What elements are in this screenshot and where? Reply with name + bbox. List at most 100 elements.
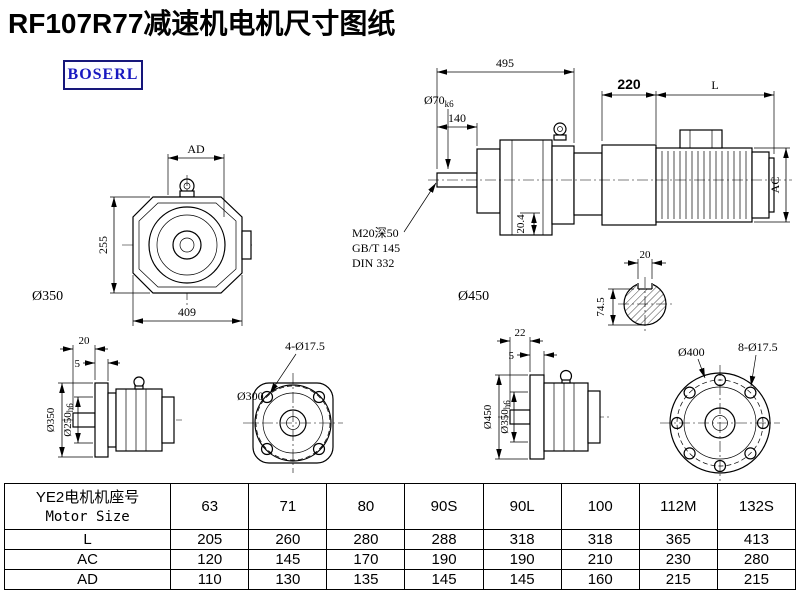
- view-flange-side-large: 22 5 Ø450 Ø350h6: [482, 327, 612, 460]
- table-cell: 120: [170, 549, 250, 570]
- dim-l-label: L: [711, 78, 718, 92]
- dim-ac-label: AC: [768, 177, 782, 194]
- table-cell: 190: [404, 549, 484, 570]
- dim-255-label: 255: [96, 236, 110, 254]
- dim-ad-label: AD: [187, 142, 205, 156]
- thread-note-line3: DIN 332: [352, 256, 394, 270]
- table-cell: 110: [170, 569, 250, 590]
- eyebolt-base: [179, 190, 195, 198]
- eyebolt-base: [553, 134, 567, 141]
- dim-204-label: 20.4: [515, 214, 527, 234]
- bolt-hole: [312, 390, 326, 404]
- table-header-en: Motor Size: [45, 508, 130, 525]
- dim-745-label: 74.5: [595, 297, 607, 317]
- table-cell: 160: [560, 569, 640, 590]
- dim-5-label: 5: [75, 358, 81, 370]
- row-label: L: [3, 529, 172, 550]
- table-cell: 145: [248, 549, 328, 570]
- output-shaft: [72, 412, 96, 428]
- page-title: RF107R77减速机电机尺寸图纸: [8, 8, 396, 39]
- shaft-section-detail: 20 74.5: [595, 249, 672, 331]
- table-cell: 215: [638, 569, 718, 590]
- table-cell: 170: [326, 549, 406, 570]
- table-cell: 318: [560, 529, 640, 550]
- table-cell: 205: [170, 529, 250, 550]
- table-row-AC: AC 120 145 170 190 190 210 230 280: [3, 549, 797, 570]
- table-header-motor-size: YE2电机机座号 Motor Size: [3, 483, 172, 530]
- dia-250h6-label: Ø250h6: [62, 403, 75, 437]
- table-cell: 145: [482, 569, 562, 590]
- dim-495-label: 495: [496, 56, 514, 70]
- view-flange-front-square: 4-Ø17.5 Ø300: [237, 339, 343, 473]
- bolt-hole: [683, 386, 696, 399]
- label-d450: Ø450: [458, 289, 489, 304]
- bolt-hole: [670, 416, 684, 430]
- motor-flange: [601, 144, 657, 226]
- bolt-hole: [713, 459, 727, 473]
- shaft-dia-label: Ø70k6: [424, 93, 454, 109]
- size-col-header: 100: [560, 483, 640, 530]
- dim-5-label: 5: [509, 350, 515, 362]
- terminal-box: [679, 129, 723, 149]
- dia-400-label: Ø400: [678, 345, 705, 359]
- size-col-header: 63: [170, 483, 250, 530]
- dim-220-label: 220: [617, 76, 641, 92]
- boserl-logo-text: BOSERL: [67, 66, 139, 83]
- view-gearbox-front: AD 255 409 Ø350: [32, 142, 254, 326]
- holes-8-d175-label: 8-Ø17.5: [738, 340, 778, 354]
- row-label: AD: [3, 569, 172, 590]
- table-cell: 145: [404, 569, 484, 590]
- motor-size-table: YE2电机机座号 Motor Size 63 71 80 90S 90L 100…: [3, 483, 797, 590]
- bolt-hole: [312, 442, 326, 456]
- size-col-header: 71: [248, 483, 328, 530]
- dim-20-label: 20: [79, 335, 91, 347]
- label-d350: Ø350: [32, 289, 63, 304]
- fan-cowl: [751, 151, 770, 219]
- output-shaft: [509, 409, 531, 425]
- table-cell: 230: [638, 549, 718, 570]
- thread-note-line1: M20深50: [352, 226, 399, 240]
- size-col-header: 90S: [404, 483, 484, 530]
- holes-4-d175-label: 4-Ø17.5: [285, 339, 325, 353]
- bolt-hole: [260, 390, 274, 404]
- table-cell: 318: [482, 529, 562, 550]
- table-cell: 135: [326, 569, 406, 590]
- technical-drawing: AD 255 409 Ø350: [32, 56, 792, 481]
- dim-keyway-20-label: 20: [640, 249, 652, 261]
- table-cell: 280: [326, 529, 406, 550]
- bolt-hole: [756, 416, 770, 430]
- table-cell: 280: [716, 549, 797, 570]
- table-cell: 215: [716, 569, 797, 590]
- bolt-hole: [683, 447, 696, 460]
- dim-140-label: 140: [448, 111, 466, 125]
- flange-plate: [529, 374, 545, 460]
- table-header-cn: YE2电机机座号: [35, 488, 140, 506]
- view-flange-front-round: Ø400 8-Ø17.5: [660, 340, 780, 481]
- boserl-logo: BOSERL: [63, 60, 143, 90]
- size-col-header: 132S: [716, 483, 797, 530]
- table-cell: 365: [638, 529, 718, 550]
- table-cell: 288: [404, 529, 484, 550]
- flange-plate: [94, 382, 109, 458]
- view-flange-side-small: 20 5 Ø350 Ø250h6: [45, 335, 182, 458]
- table-cell: 130: [248, 569, 328, 590]
- table-cell: 190: [482, 549, 562, 570]
- bolt-hole: [744, 386, 757, 399]
- view-assembly-side: 495 140 Ø70k6 220 L AC 20.4: [352, 56, 792, 331]
- dia-300-label: Ø300: [237, 389, 264, 403]
- table-header-row: YE2电机机座号 Motor Size 63 71 80 90S 90L 100…: [3, 483, 797, 530]
- dim-409-label: 409: [178, 305, 196, 319]
- bolt-hole: [260, 442, 274, 456]
- table-cell: 210: [560, 549, 640, 570]
- thread-note-line2: GB/T 145: [352, 241, 400, 255]
- dia-350h6-label: Ø350h6: [499, 400, 512, 434]
- size-col-header: 112M: [638, 483, 718, 530]
- row-label: AC: [3, 549, 172, 570]
- table-cell: 413: [716, 529, 797, 550]
- size-col-header: 90L: [482, 483, 562, 530]
- bolt-hole: [713, 373, 727, 387]
- dim-22-label: 22: [515, 327, 526, 339]
- dia-450-label: Ø450: [482, 404, 494, 429]
- dia-350-label: Ø350: [45, 407, 57, 432]
- size-col-header: 80: [326, 483, 406, 530]
